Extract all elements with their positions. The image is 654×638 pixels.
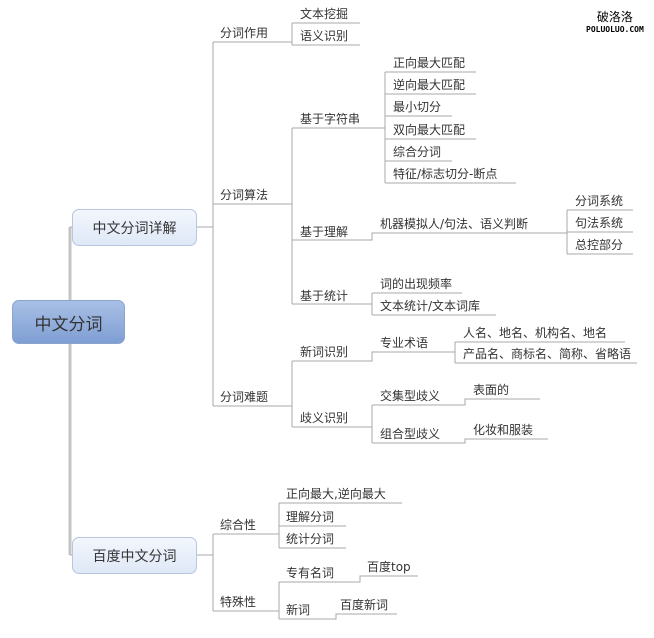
node-item[interactable]: 人名、地名、机构名、地名 <box>463 326 608 340</box>
node-newword[interactable]: 新词识别 <box>300 345 349 359</box>
node-detail[interactable]: 中文分词详解 <box>72 209 197 246</box>
node-item[interactable]: 正向最大,逆向最大 <box>286 487 386 501</box>
node-string[interactable]: 基于字符串 <box>300 112 361 126</box>
watermark-url: POLUOLUO.COM <box>586 25 644 34</box>
node-cross[interactable]: 交集型歧义 <box>380 389 441 403</box>
node-item[interactable]: 逆向最大匹配 <box>393 78 466 92</box>
node-item[interactable]: 正向最大匹配 <box>393 56 466 70</box>
node-item[interactable]: 最小切分 <box>393 100 442 114</box>
node-ambig[interactable]: 歧义识别 <box>300 411 349 425</box>
node-item[interactable]: 双向最大匹配 <box>393 123 466 137</box>
node-item[interactable]: 百度新词 <box>340 598 389 612</box>
watermark-logo: 破洛洛 POLUOLUO.COM <box>586 8 644 34</box>
node-proper[interactable]: 专有名词 <box>286 566 335 580</box>
node-item[interactable]: 语义识别 <box>300 29 349 43</box>
node-baidu[interactable]: 百度中文分词 <box>72 537 197 574</box>
node-problem[interactable]: 分词难题 <box>220 390 269 404</box>
node-understand[interactable]: 基于理解 <box>300 225 349 239</box>
node-item[interactable]: 产品名、商标名、简称、省略语 <box>463 347 632 361</box>
node-special[interactable]: 特殊性 <box>220 595 257 609</box>
node-new[interactable]: 新词 <box>286 603 311 617</box>
node-general[interactable]: 综合性 <box>220 518 257 532</box>
node-item[interactable]: 句法系统 <box>575 216 624 230</box>
node-item[interactable]: 文本统计/文本词库 <box>380 299 481 313</box>
watermark-text: 破洛洛 <box>596 10 633 24</box>
node-term[interactable]: 专业术语 <box>380 336 429 350</box>
node-item[interactable]: 理解分词 <box>286 510 335 524</box>
root-node[interactable]: 中文分词 <box>12 300 125 344</box>
node-item[interactable]: 化妆和服装 <box>473 423 534 437</box>
node-item[interactable]: 总控部分 <box>575 238 624 252</box>
node-item[interactable]: 综合分词 <box>393 145 442 159</box>
node-algo[interactable]: 分词算法 <box>220 188 269 202</box>
node-method[interactable]: 机器模拟人/句法、语义判断 <box>380 217 529 231</box>
node-item[interactable]: 文本挖掘 <box>300 7 349 21</box>
node-item[interactable]: 特征/标志切分-断点 <box>393 167 498 181</box>
node-item[interactable]: 表面的 <box>473 383 510 397</box>
node-item[interactable]: 分词系统 <box>575 194 624 208</box>
node-comb[interactable]: 组合型歧义 <box>380 427 441 441</box>
node-item[interactable]: 统计分词 <box>286 532 335 546</box>
node-item[interactable]: 词的出现频率 <box>380 277 453 291</box>
node-item[interactable]: 百度top <box>367 560 411 574</box>
node-role[interactable]: 分词作用 <box>220 26 269 40</box>
node-stat[interactable]: 基于统计 <box>300 289 349 303</box>
